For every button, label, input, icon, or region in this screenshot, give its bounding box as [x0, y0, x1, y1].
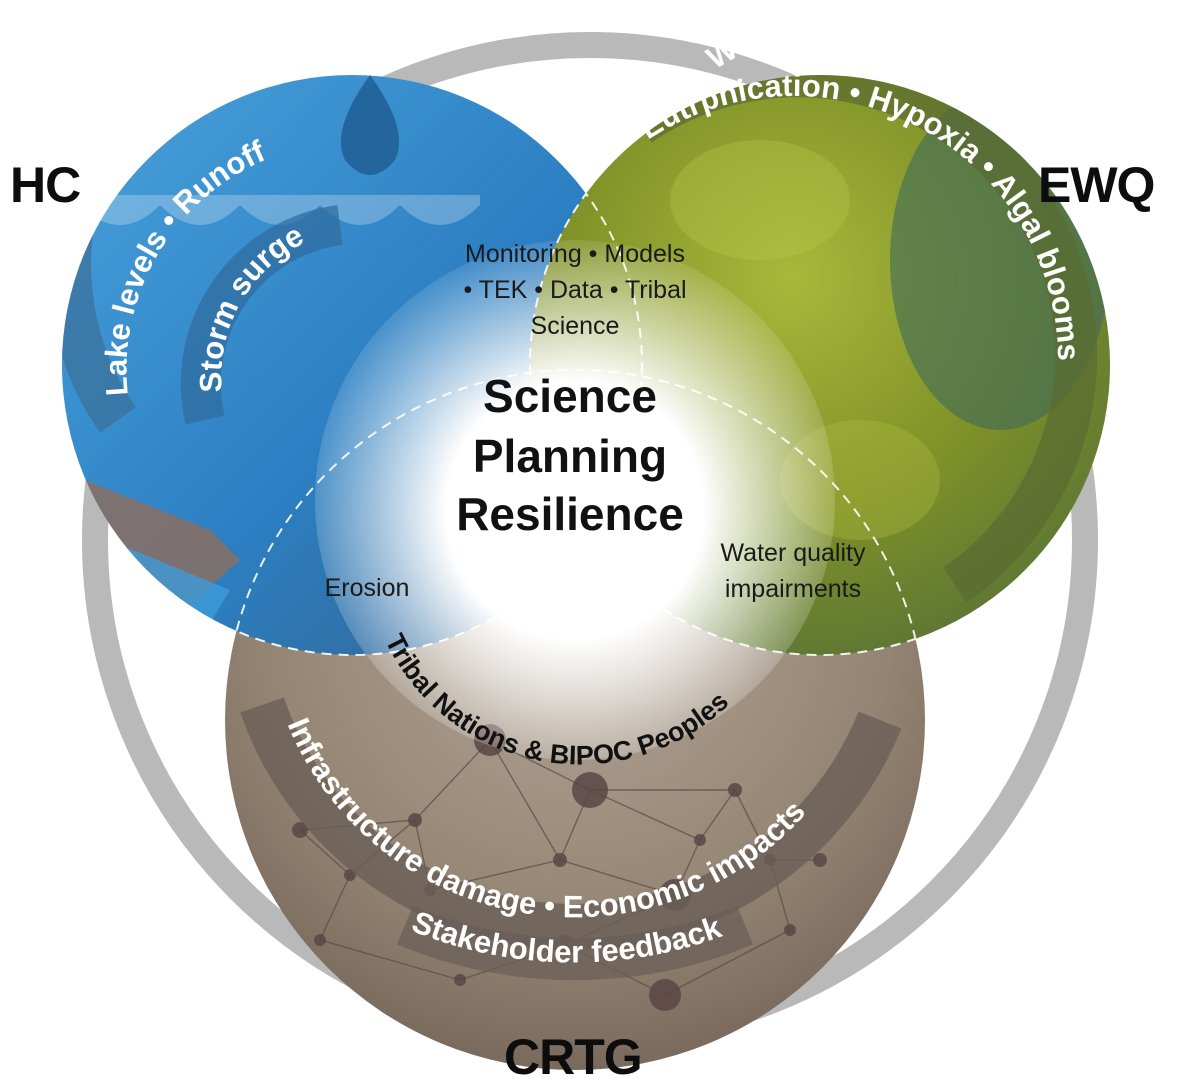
center-title-planning: Planning: [473, 430, 667, 482]
dashed-boundaries: [224, 75, 926, 656]
network-link: [299, 829, 351, 876]
network-node: [292, 822, 308, 838]
network-node: [728, 783, 742, 797]
network-link: [559, 859, 676, 896]
network-link: [319, 939, 461, 981]
network-link: [699, 789, 736, 841]
center-title-science: Science: [483, 370, 657, 422]
inner-right-line1: Water quality: [721, 539, 866, 567]
inner-left-erosion: Erosion: [325, 574, 410, 602]
network-link: [319, 874, 351, 941]
network-link: [414, 739, 491, 821]
network-node: [694, 834, 706, 846]
ewq-label: EWQ: [1038, 157, 1155, 213]
inner-top-line2: • TEK • Data • Tribal: [463, 276, 686, 304]
network-node: [408, 813, 422, 827]
network-link: [589, 789, 701, 841]
network-node: [314, 934, 326, 946]
crtg-label: CRTG: [504, 1029, 643, 1085]
network-node: [813, 853, 827, 867]
network-node: [649, 979, 681, 1011]
network-node: [572, 772, 608, 808]
hc-label: HC: [10, 157, 81, 213]
center-title-resilience: Resilience: [456, 488, 684, 540]
network-link: [489, 739, 561, 861]
inner-top-line1: Monitoring • Models: [465, 240, 685, 268]
inner-right-line2: impairments: [725, 575, 861, 603]
network-node: [454, 974, 466, 986]
inner-top-line3: Science: [531, 312, 620, 340]
network-node: [784, 924, 796, 936]
network-node: [553, 853, 567, 867]
center-highlight: [315, 240, 835, 760]
network-link: [664, 929, 791, 996]
water-drop-icon: [340, 75, 400, 175]
